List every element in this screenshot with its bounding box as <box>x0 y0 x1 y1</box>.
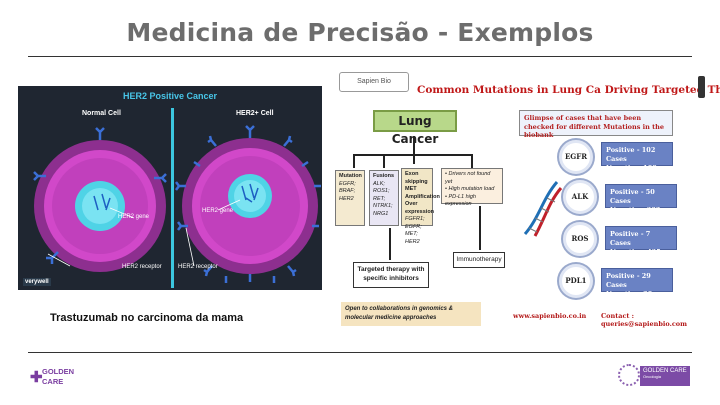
mutation-title: Mutation <box>339 173 362 179</box>
mutation-box: Mutation EGFR; BRAF; HER2 <box>335 170 365 226</box>
driver-item: High mutation load <box>448 186 495 192</box>
mutation-item: BRAF; <box>339 188 356 194</box>
collab-note: Open to collaborations in genomics & mol… <box>341 302 481 326</box>
website-text: www.sapienbio.co.in <box>513 312 587 320</box>
lung-heading: Common Mutations in Lung Ca Driving Targ… <box>417 84 720 96</box>
mutation-item: HER2 <box>339 195 354 202</box>
seal-icon <box>618 364 640 386</box>
her2-caption: Trastuzumab no carcinoma da mama <box>50 312 244 324</box>
sapien-logo: Sapien Bio <box>339 72 409 92</box>
exon-skipping-box: Exon skipping MET Amplification Over exp… <box>401 168 440 245</box>
bulb-icon <box>698 76 705 98</box>
fusion-item: ROS1; <box>373 188 390 194</box>
exon-title: Exon skipping <box>405 171 428 185</box>
fusion-item: RET; <box>373 195 386 202</box>
her2-figure: HER2 Positive Cancer Normal Cell HER2+ C… <box>18 86 322 290</box>
connector <box>383 154 385 168</box>
fusion-item: NTRK1; <box>373 203 393 209</box>
oncologia-brand: GOLDEN CARE <box>643 368 687 374</box>
panel-divider <box>171 108 174 288</box>
targeted-therapy-box: Targeted therapy with specific inhibitor… <box>353 262 429 288</box>
egfr-negative: Negative- 188 Cases <box>606 164 657 181</box>
ros-counts: Positive - 7 Cases Negative- 425 Cases <box>605 226 677 265</box>
alk-positive: Positive - 50 Cases <box>610 188 655 205</box>
pdl1-positive: Positive - 29 Cases <box>606 272 651 289</box>
gene-label-right: HER2 gene <box>202 208 234 214</box>
fusion-item: ALK; <box>373 180 385 187</box>
mutation-item: EGFR; <box>339 180 356 187</box>
receptor-label-left: HER2 receptor <box>122 264 162 270</box>
pdl1-circle: PDL1 <box>559 264 593 298</box>
ros-circle: ROS <box>563 222 597 256</box>
pdl1-negative: Negative- 38 Cases <box>606 290 653 307</box>
gene-label-left: HER2 gene <box>118 214 150 220</box>
golden-care-logo: ✚ GOLDEN CARE <box>30 366 80 390</box>
her2-cell-label: HER2+ Cell <box>236 110 274 117</box>
connector <box>389 228 391 260</box>
slide-title: Medicina de Precisão - Exemplos <box>126 18 594 47</box>
connector <box>353 154 473 156</box>
fusions-title: Fusions <box>373 173 395 179</box>
exon-gene: MET <box>405 186 417 192</box>
golden-care-text: GOLDEN CARE <box>42 367 75 386</box>
her2-title: HER2 Positive Cancer <box>122 91 218 101</box>
alk-negative: Negative: 233 Cases <box>610 206 661 223</box>
egfr-circle: EGFR <box>559 140 593 174</box>
top-divider <box>28 56 692 57</box>
bottom-divider <box>28 352 692 353</box>
drivers-box: • Drivers not found yet • High mutation … <box>441 168 503 207</box>
fusions-box: Fusions ALK; ROS1; RET; NTRK1; NRG1 <box>369 170 399 226</box>
fusion-item: NRG1 <box>373 210 389 217</box>
connector <box>479 206 481 250</box>
egfr-counts: Positive - 102 Cases Negative- 188 Cases <box>601 142 673 181</box>
pdl1-counts: Positive - 29 Cases Negative- 38 Cases <box>601 268 673 307</box>
ros-positive: Positive - 7 Cases <box>610 230 651 247</box>
connector <box>471 154 473 168</box>
alk-counts: Positive - 50 Cases Negative: 233 Cases <box>605 184 677 223</box>
ros-negative: Negative- 425 Cases <box>610 248 661 265</box>
driver-item: Drivers not found yet <box>445 171 491 185</box>
connector <box>353 154 355 168</box>
oncologia-badge: GOLDEN CARE Oncologia <box>640 366 690 386</box>
lung-cancer-figure: Sapien Bio Common Mutations in Lung Ca D… <box>333 66 720 328</box>
dna-icon <box>523 181 563 237</box>
oncologia-logo: GOLDEN CARE Oncologia <box>618 364 690 390</box>
amp-title: Amplification Over expression <box>405 193 440 215</box>
oncologia-text: Oncologia <box>643 374 662 379</box>
alk-circle: ALK <box>563 180 597 214</box>
amp-item: EGFR; MET; <box>405 223 422 238</box>
cross-icon: ✚ <box>30 369 43 386</box>
amp-item: HER2 <box>405 238 420 245</box>
immunotherapy-box: Immunotherapy <box>453 252 505 268</box>
driver-item: PD-L1 high expression <box>445 193 476 208</box>
amp-item: FGFR1; <box>405 216 425 222</box>
verywell-logo: verywell <box>23 278 51 286</box>
normal-cell-label: Normal Cell <box>82 110 121 117</box>
her2-cells-illustration <box>33 125 321 283</box>
connector <box>413 136 415 164</box>
receptor-label-right: HER2 receptor <box>178 264 218 270</box>
egfr-positive: Positive - 102 Cases <box>606 146 656 163</box>
glimpse-box: Glimpse of cases that have been checked … <box>519 110 673 139</box>
contact-text: Contact : queries@sapienbio.com <box>601 312 688 328</box>
lung-cancer-root: Lung Cancer <box>373 110 457 146</box>
